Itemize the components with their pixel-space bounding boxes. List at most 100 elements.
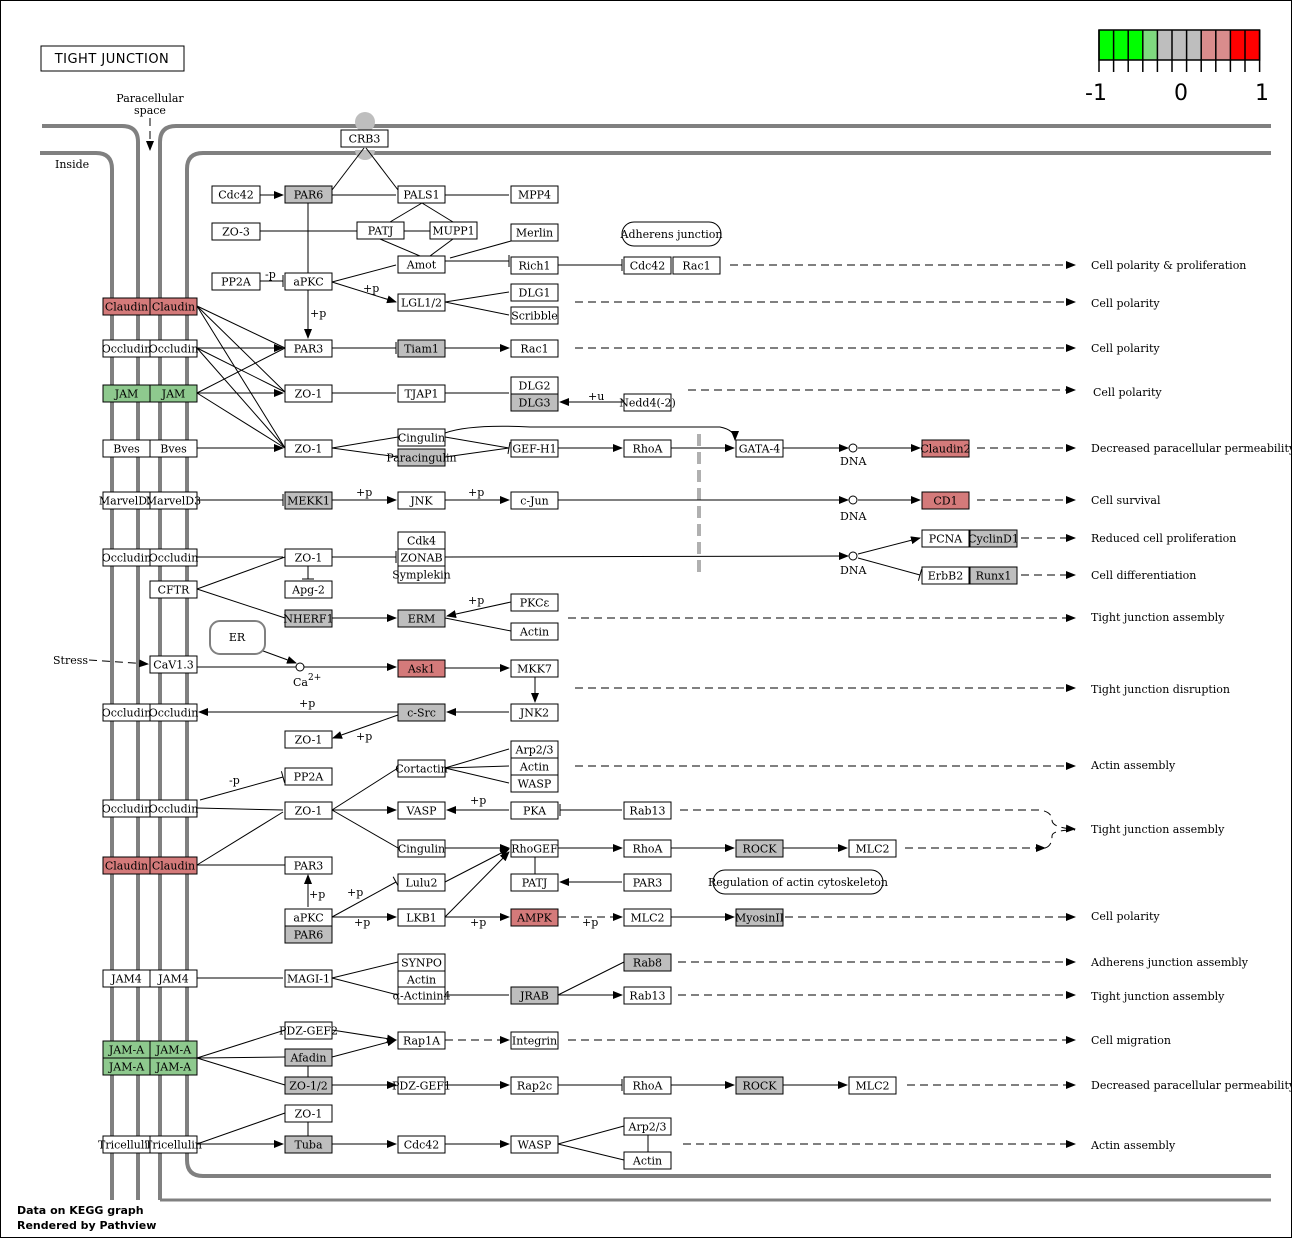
node-apkc-b[interactable]: aPKC [284,908,333,927]
node-arp23-b[interactable]: Arp2/3 [623,1117,672,1136]
pathway-link-actin_reg[interactable]: Regulation of actin cytoskeleton [708,869,888,895]
node-zo1-c[interactable]: ZO-1 [284,548,333,567]
node-occludin-7[interactable]: Occludin [102,799,152,818]
node-par6-b[interactable]: PAR6 [284,925,333,944]
node-zonab[interactable]: ZONAB [397,548,446,567]
node-actin-a[interactable]: Actin [510,622,559,641]
node-lulu2[interactable]: Lulu2 [397,873,446,892]
node-synpo[interactable]: SYNPO [397,953,446,972]
node-tuba[interactable]: Tuba [284,1135,333,1154]
node-nherf1[interactable]: NHERF1 [283,609,334,628]
node-jnk2[interactable]: JNK2 [510,703,559,722]
node-occludin-3[interactable]: Occludin [102,548,152,567]
node-ask1[interactable]: Ask1 [397,659,446,678]
node-cftr[interactable]: CFTR [149,580,198,599]
node-par6-a[interactable]: PAR6 [284,185,333,204]
node-rab8[interactable]: Rab8 [623,953,672,972]
node-marvel-1[interactable]: MarvelD3 [99,491,154,510]
node-mupp1[interactable]: MUPP1 [429,221,478,240]
node-pp2a-a[interactable]: PP2A [211,272,261,291]
node-symplekin[interactable]: Symplekin [392,565,451,584]
node-afadin[interactable]: Afadin [284,1048,333,1067]
node-par3-c[interactable]: PAR3 [623,873,672,892]
node-jam4-1[interactable]: JAM4 [102,969,151,988]
node-rock-b[interactable]: ROCK [735,1076,784,1095]
node-occludin-2[interactable]: Occludin [149,339,199,358]
node-tjap1[interactable]: TJAP1 [397,384,446,403]
node-gata4[interactable]: GATA-4 [735,439,784,458]
node-lgl[interactable]: LGL1/2 [397,293,446,312]
node-zo1-d[interactable]: ZO-1 [284,730,333,749]
node-vasp[interactable]: VASP [397,801,446,820]
node-bves-2[interactable]: Bves [149,439,198,458]
node-pp2a-b[interactable]: PP2A [284,767,333,786]
node-jam4-2[interactable]: JAM4 [149,969,198,988]
node-lkb1[interactable]: LKB1 [397,908,446,927]
node-cjun[interactable]: c-Jun [510,491,559,510]
node-actinin4[interactable]: α-Actinin4 [393,986,451,1005]
node-pkce[interactable]: PKCε [510,593,559,612]
node-cdc42-b[interactable]: Cdc42 [623,256,672,275]
node-jama-2[interactable]: JAM-A [149,1040,198,1059]
node-zo12[interactable]: ZO-1/2 [284,1076,333,1095]
node-scribble[interactable]: Scribble [510,306,559,325]
node-nedd4[interactable]: Nedd4(-2) [619,393,676,412]
node-integrin[interactable]: Integrin [510,1031,559,1050]
node-mekk1[interactable]: MEKK1 [284,491,333,510]
node-pals1[interactable]: PALS1 [397,185,446,204]
node-tric-1[interactable]: Tricellulin [98,1135,155,1154]
node-par3-b[interactable]: PAR3 [284,856,333,875]
node-wasp-b[interactable]: WASP [510,1135,559,1154]
node-zo1-a[interactable]: ZO-1 [284,384,333,403]
node-pka[interactable]: PKA [510,801,559,820]
node-zo1-f[interactable]: ZO-1 [284,1104,333,1123]
node-occludin-5[interactable]: Occludin [102,703,152,722]
node-crb3[interactable]: CRB3 [340,129,389,148]
node-mpp4[interactable]: MPP4 [510,185,559,204]
node-actin-d[interactable]: Actin [623,1151,672,1170]
node-occludin-4[interactable]: Occludin [149,548,199,567]
node-claudin2[interactable]: Claudin2 [920,439,971,458]
node-paracingulin[interactable]: Paracingulin [386,448,457,467]
node-wasp-a[interactable]: WASP [510,774,559,793]
node-cyclind1[interactable]: CyclinD1 [968,529,1019,548]
node-ampk[interactable]: AMPK [510,908,559,927]
node-runx1[interactable]: Runx1 [969,566,1018,585]
node-claudin-4[interactable]: Claudin [149,856,198,875]
pathway-link-adherens[interactable]: Adherens junction [620,221,723,247]
node-amot[interactable]: Amot [397,255,446,274]
node-jam-2[interactable]: JAM [149,384,198,403]
node-tiam1[interactable]: Tiam1 [397,339,446,358]
node-cortactin[interactable]: Cortactin [395,759,448,778]
node-csrc[interactable]: c-Src [397,703,446,722]
node-jrab[interactable]: JRAB [510,986,559,1005]
node-cd1[interactable]: CD1 [921,491,970,510]
node-cdc42-a[interactable]: Cdc42 [211,185,261,204]
node-merlin[interactable]: Merlin [510,223,559,242]
node-jnk[interactable]: JNK [397,491,446,510]
node-rac1-b[interactable]: Rac1 [510,339,559,358]
node-dlg2[interactable]: DLG2 [510,376,559,395]
node-rhoa-a[interactable]: RhoA [623,439,672,458]
node-rhogef[interactable]: RhoGEF [510,839,559,858]
node-pcna[interactable]: PCNA [921,529,970,548]
node-gefh1[interactable]: GEF-H1 [510,439,559,458]
node-claudin-3[interactable]: Claudin [102,856,151,875]
node-apg2[interactable]: Apg-2 [284,580,333,599]
node-zo1-b[interactable]: ZO-1 [284,439,333,458]
node-erbb2[interactable]: ErbB2 [921,566,970,585]
node-rhoa-b[interactable]: RhoA [623,839,672,858]
node-jama-1[interactable]: JAM-A [102,1040,151,1059]
node-claudin-1[interactable]: Claudin [102,297,151,316]
node-patj-b[interactable]: PATJ [510,873,559,892]
node-pdzgef1[interactable]: PDZ-GEF1 [392,1076,451,1095]
node-rab13-a[interactable]: Rab13 [623,801,672,820]
node-par3-a[interactable]: PAR3 [284,339,333,358]
node-rab13-b[interactable]: Rab13 [623,986,672,1005]
node-dlg1[interactable]: DLG1 [510,283,559,302]
node-zo3[interactable]: ZO-3 [211,222,261,241]
node-mlc2-b[interactable]: MLC2 [623,908,672,927]
node-er[interactable]: ER [209,620,266,655]
node-occludin-8[interactable]: Occludin [149,799,199,818]
node-rich1[interactable]: Rich1 [510,256,559,275]
